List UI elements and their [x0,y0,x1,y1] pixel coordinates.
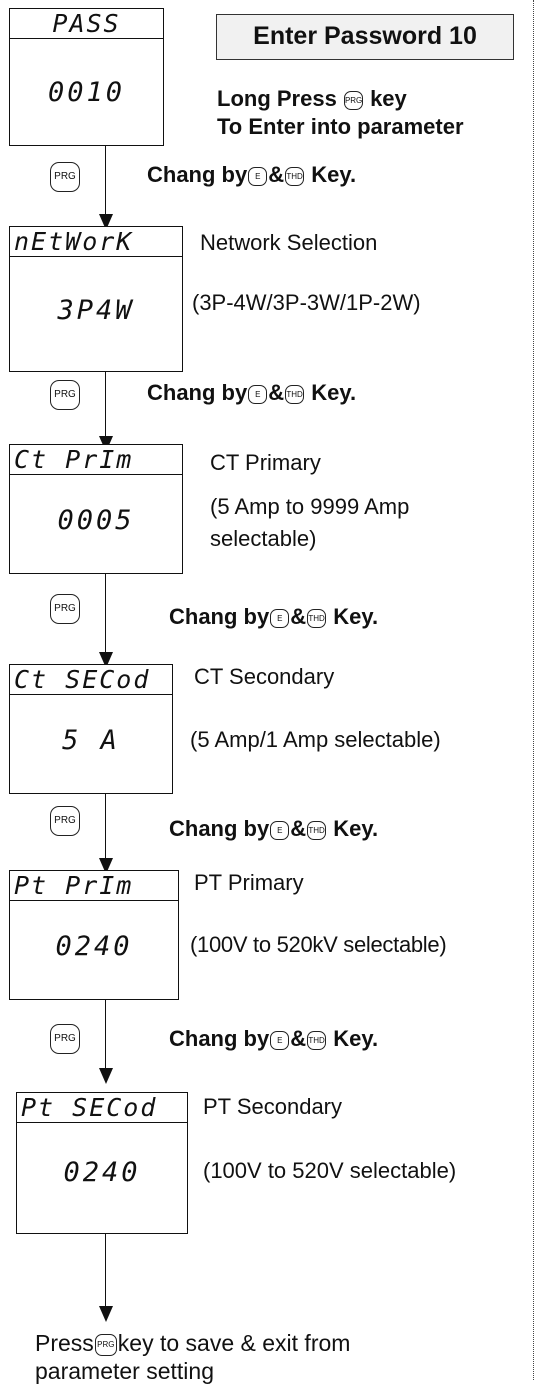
e-key-icon: E [248,384,268,404]
thd-key-icon: THD [307,820,327,840]
lcd-top-text: Pt SECod [17,1093,187,1123]
lcd-ct-secondary: Ct SECod 5 A [9,664,173,794]
connector-line [105,1234,106,1310]
enter-into-text: To Enter into parameter [217,114,464,139]
ct-primary-detail: (5 Amp to 9999 Amp [210,494,410,519]
lcd-value: 0010 [47,77,126,108]
e-key-icon: E [248,166,268,186]
change-hint-suffix: Key. [333,1026,379,1051]
change-hint-prefix: Chang by [169,604,270,629]
change-hint-amp: & [290,604,307,629]
lcd-top-text: Ct SECod [10,665,172,695]
pt-primary-label: PT Primary [194,870,304,895]
connector-line [105,372,106,440]
change-hint-amp: & [290,816,307,841]
change-hint-suffix: Key. [311,162,357,187]
lcd-value: 0005 [57,505,135,536]
network-label: Network Selection [200,230,378,255]
ct-secondary-label: CT Secondary [194,664,335,689]
change-hint-prefix: Chang by [147,380,248,405]
long-press-suffix: key [370,86,407,111]
ct-secondary-detail: (5 Amp/1 Amp selectable) [190,727,441,752]
lcd-ct-primary: Ct PrIm 0005 [9,444,183,574]
ct-primary-label: CT Primary [210,450,321,475]
change-hint-suffix: Key. [333,816,379,841]
e-key-icon: E [270,820,290,840]
connector-line [105,1000,106,1072]
pt-secondary-detail: (100V to 520V selectable) [203,1158,457,1183]
prg-button[interactable]: PRG [50,380,80,410]
prg-key-icon: PRG [343,90,363,110]
prg-button[interactable]: PRG [50,162,80,192]
change-hint-amp: & [268,380,285,405]
ct-primary-detail-2: selectable) [210,526,317,551]
lcd-top-text: nEtWorK [10,227,182,257]
prg-button[interactable]: PRG [50,1024,80,1054]
lcd-pt-secondary: Pt SECod 0240 [16,1092,188,1234]
thd-key-icon: THD [307,608,327,628]
lcd-network: nEtWorK 3P4W [9,226,183,372]
lcd-pass: PASS 0010 [9,8,164,146]
change-hint-suffix: Key. [311,380,357,405]
lcd-value: 0240 [55,931,133,962]
lcd-top-text: Pt PrIm [10,871,178,901]
change-hint-prefix: Chang by [169,816,270,841]
change-hint-prefix: Chang by [147,162,248,187]
change-hint-amp: & [268,162,285,187]
connector-line [105,574,106,656]
e-key-icon: E [270,608,290,628]
network-detail: (3P-4W/3P-3W/1P-2W) [192,290,421,315]
thd-key-icon: THD [285,384,305,404]
connector-line [105,146,106,218]
enter-password-box: Enter Password 10 [216,14,514,60]
footer-line-2: parameter setting [35,1358,214,1384]
pt-secondary-label: PT Secondary [203,1094,343,1119]
lcd-value: 0240 [63,1157,141,1188]
thd-key-icon: THD [285,166,305,186]
footer-suffix: key to save & exit from [117,1330,351,1356]
lcd-top-text: PASS [10,9,163,39]
page-divider [533,0,534,1380]
prg-button[interactable]: PRG [50,594,80,624]
connector-line [105,794,106,862]
change-hint-suffix: Key. [333,604,379,629]
change-hint-prefix: Chang by [169,1026,270,1051]
e-key-icon: E [270,1030,290,1050]
lcd-pt-primary: Pt PrIm 0240 [9,870,179,1000]
prg-key-icon: PRG [94,1333,117,1356]
thd-key-icon: THD [307,1030,327,1050]
long-press-prefix: Long Press [217,86,337,111]
long-press-text: Long Press PRG key [217,84,407,114]
lcd-top-text: Ct PrIm [10,445,182,475]
arrow-down-icon [99,1068,113,1084]
pt-primary-detail: (100V to 520kV selectable) [190,932,447,957]
prg-button[interactable]: PRG [50,806,80,836]
lcd-value: 3P4W [57,295,135,326]
change-hint-amp: & [290,1026,307,1051]
footer-prefix: Press [35,1330,94,1356]
arrow-down-icon [99,1306,113,1322]
lcd-value: 5 A [62,725,120,756]
